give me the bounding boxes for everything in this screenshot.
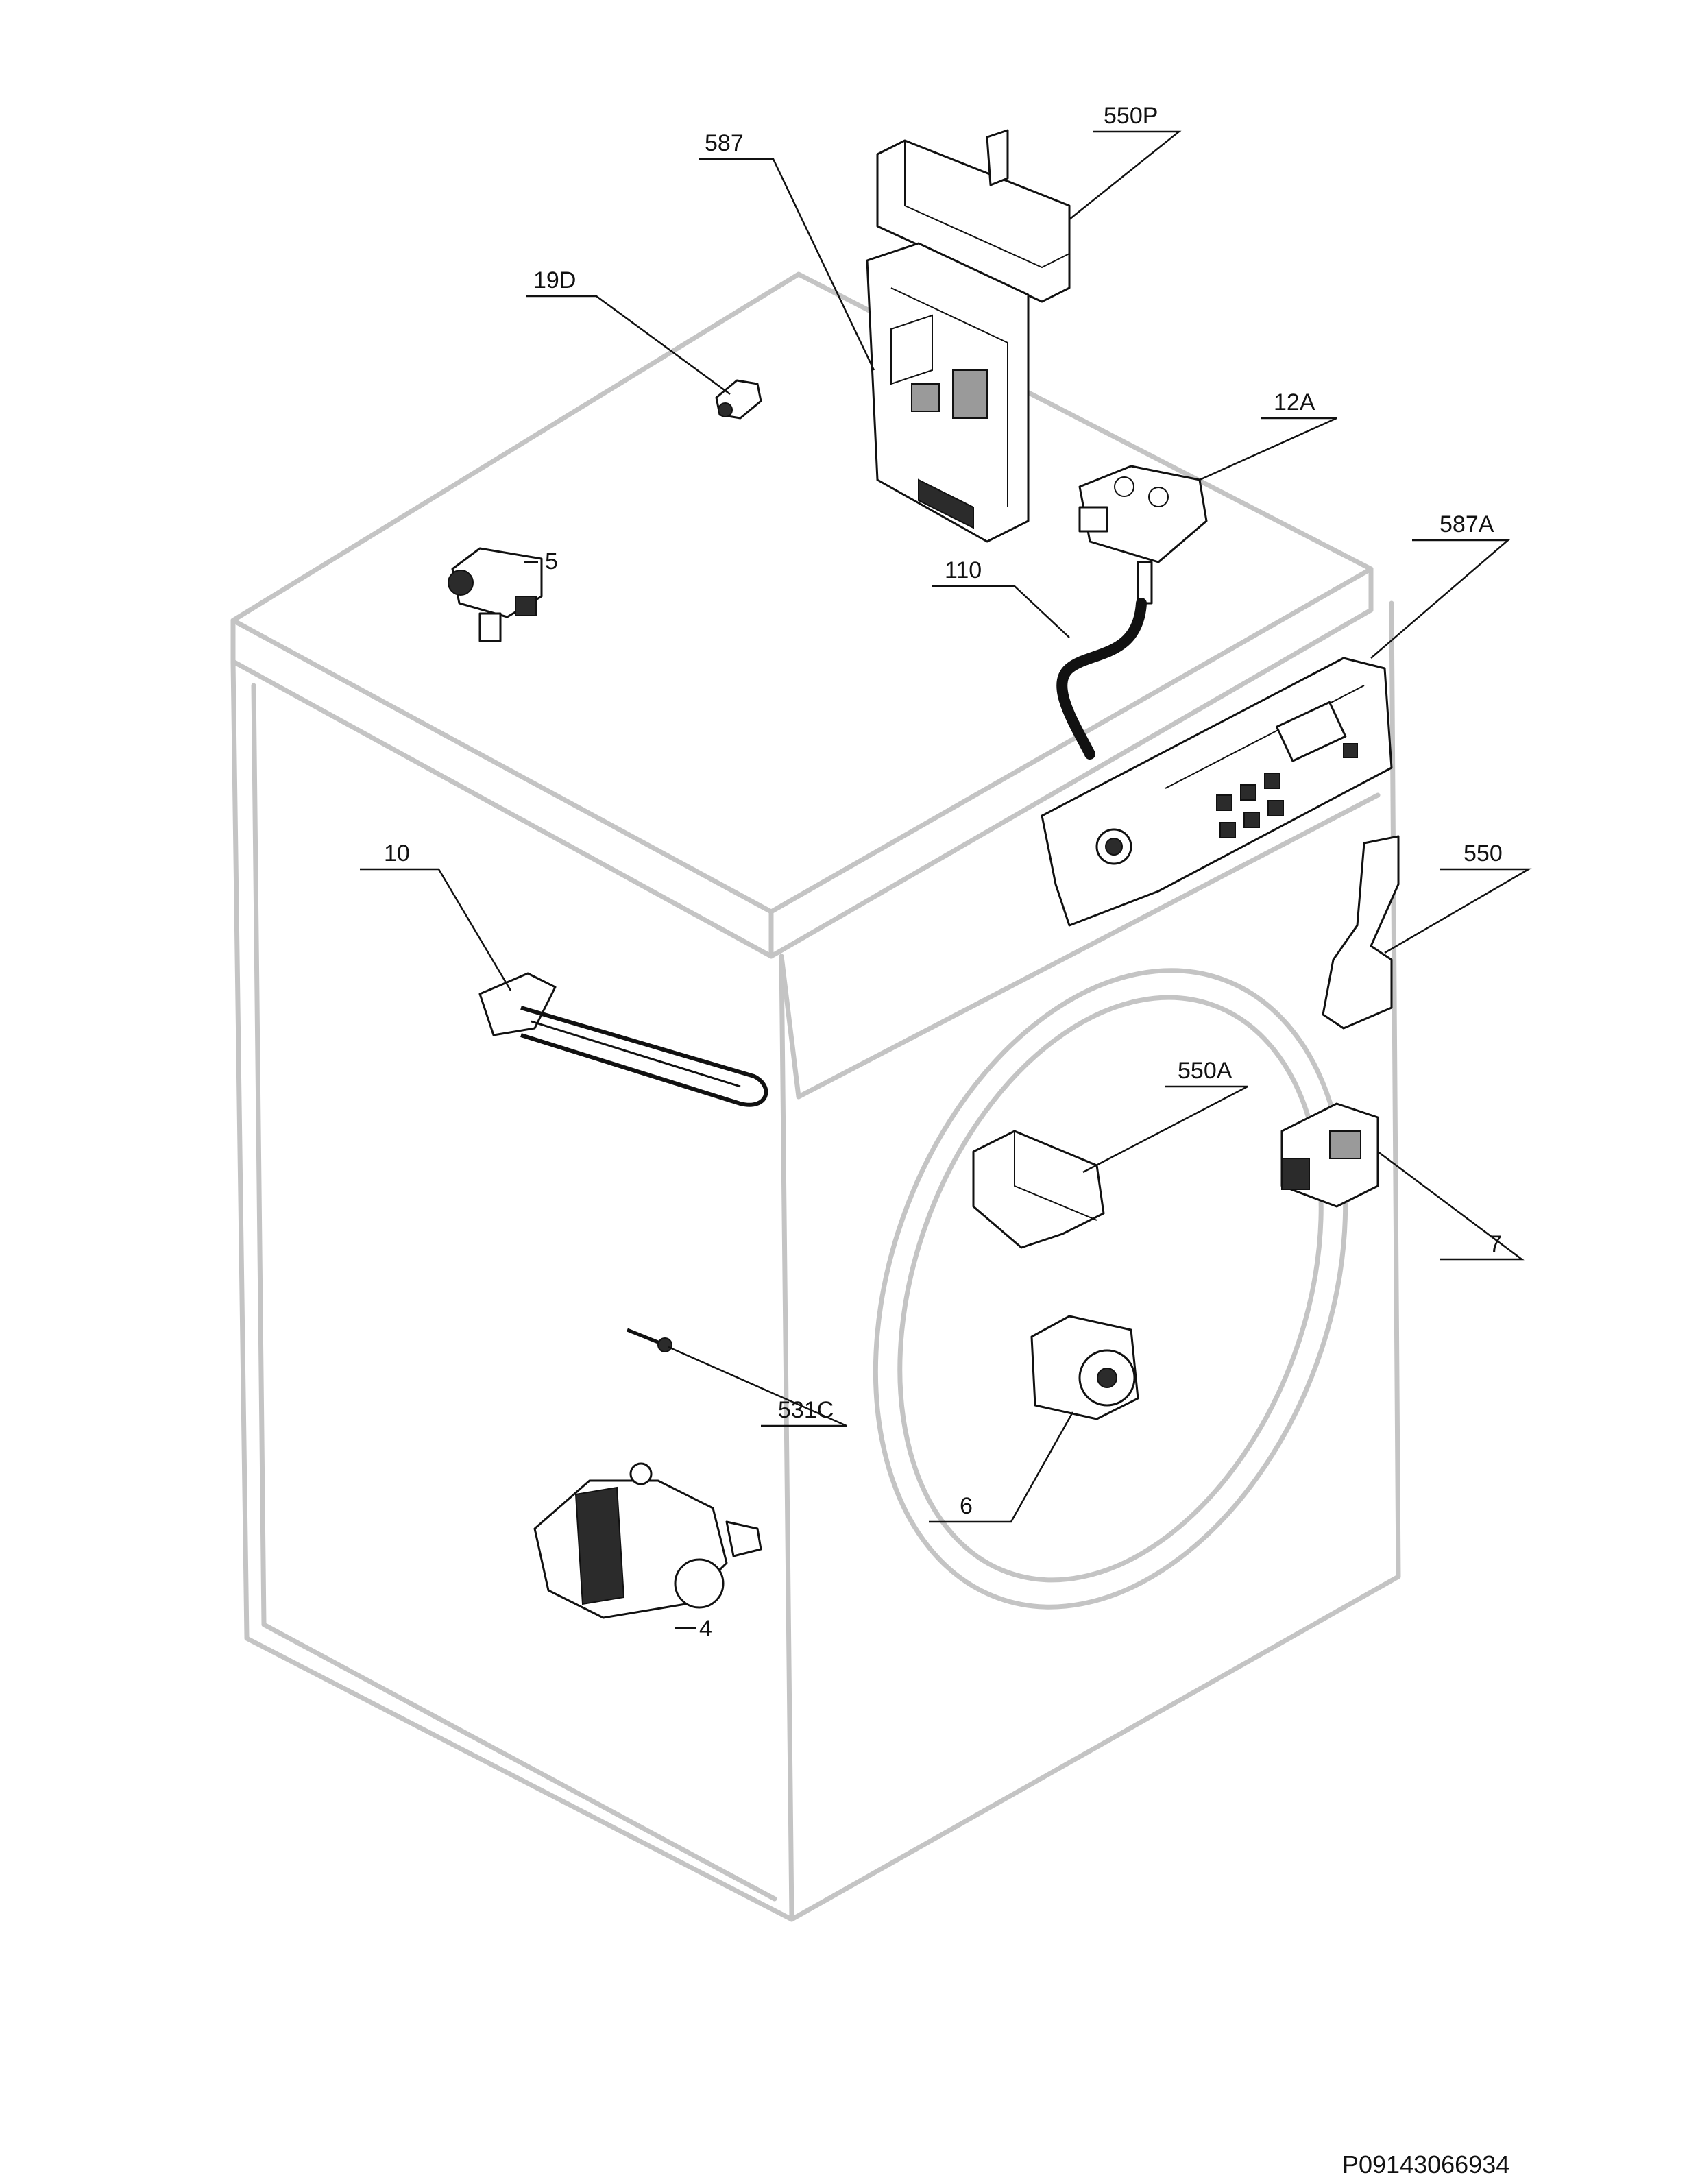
part-550-handle (1322, 835, 1400, 1030)
part-5-inlet-valve (448, 547, 543, 642)
callout-12A: 12A (1274, 389, 1315, 415)
part-587A-control-board (1041, 657, 1393, 927)
reference-code: P09143066934 (1342, 2150, 1509, 2179)
part-550P-cover (876, 129, 1071, 303)
cabinet-outline (230, 271, 1401, 1922)
part-550A-cover (972, 1130, 1105, 1249)
callout-4: 4 (699, 1616, 712, 1642)
callout-7: 7 (1489, 1231, 1502, 1257)
callout-550P: 550P (1104, 103, 1158, 129)
part-10-heating-element (478, 972, 768, 1107)
part-19D-clip (715, 379, 762, 420)
callout-587A: 587A (1440, 511, 1494, 537)
button-array (1216, 743, 1358, 838)
part-531C-screw (627, 1328, 672, 1352)
callout-550A: 550A (1178, 1058, 1232, 1084)
callout-labels: 587 550P 19D 12A 5 587A 110 10 550 550A … (384, 103, 1503, 1642)
part-4-motor (533, 1462, 762, 1619)
callout-531C: 531C (778, 1397, 834, 1423)
part-110-hose (1056, 598, 1147, 760)
callout-10: 10 (384, 840, 410, 866)
callout-550: 550 (1464, 840, 1503, 866)
part-6-drain-pump (1030, 1315, 1139, 1420)
callout-587: 587 (705, 130, 744, 156)
callout-19D: 19D (533, 267, 576, 293)
callout-5: 5 (545, 548, 558, 574)
part-12A-pressure-switch (1078, 465, 1208, 605)
part-587-module (866, 242, 1030, 543)
callout-110: 110 (945, 557, 982, 583)
part-7-door-lock (1280, 1102, 1379, 1208)
leader-lines (360, 130, 1532, 1629)
callout-6: 6 (960, 1493, 973, 1519)
